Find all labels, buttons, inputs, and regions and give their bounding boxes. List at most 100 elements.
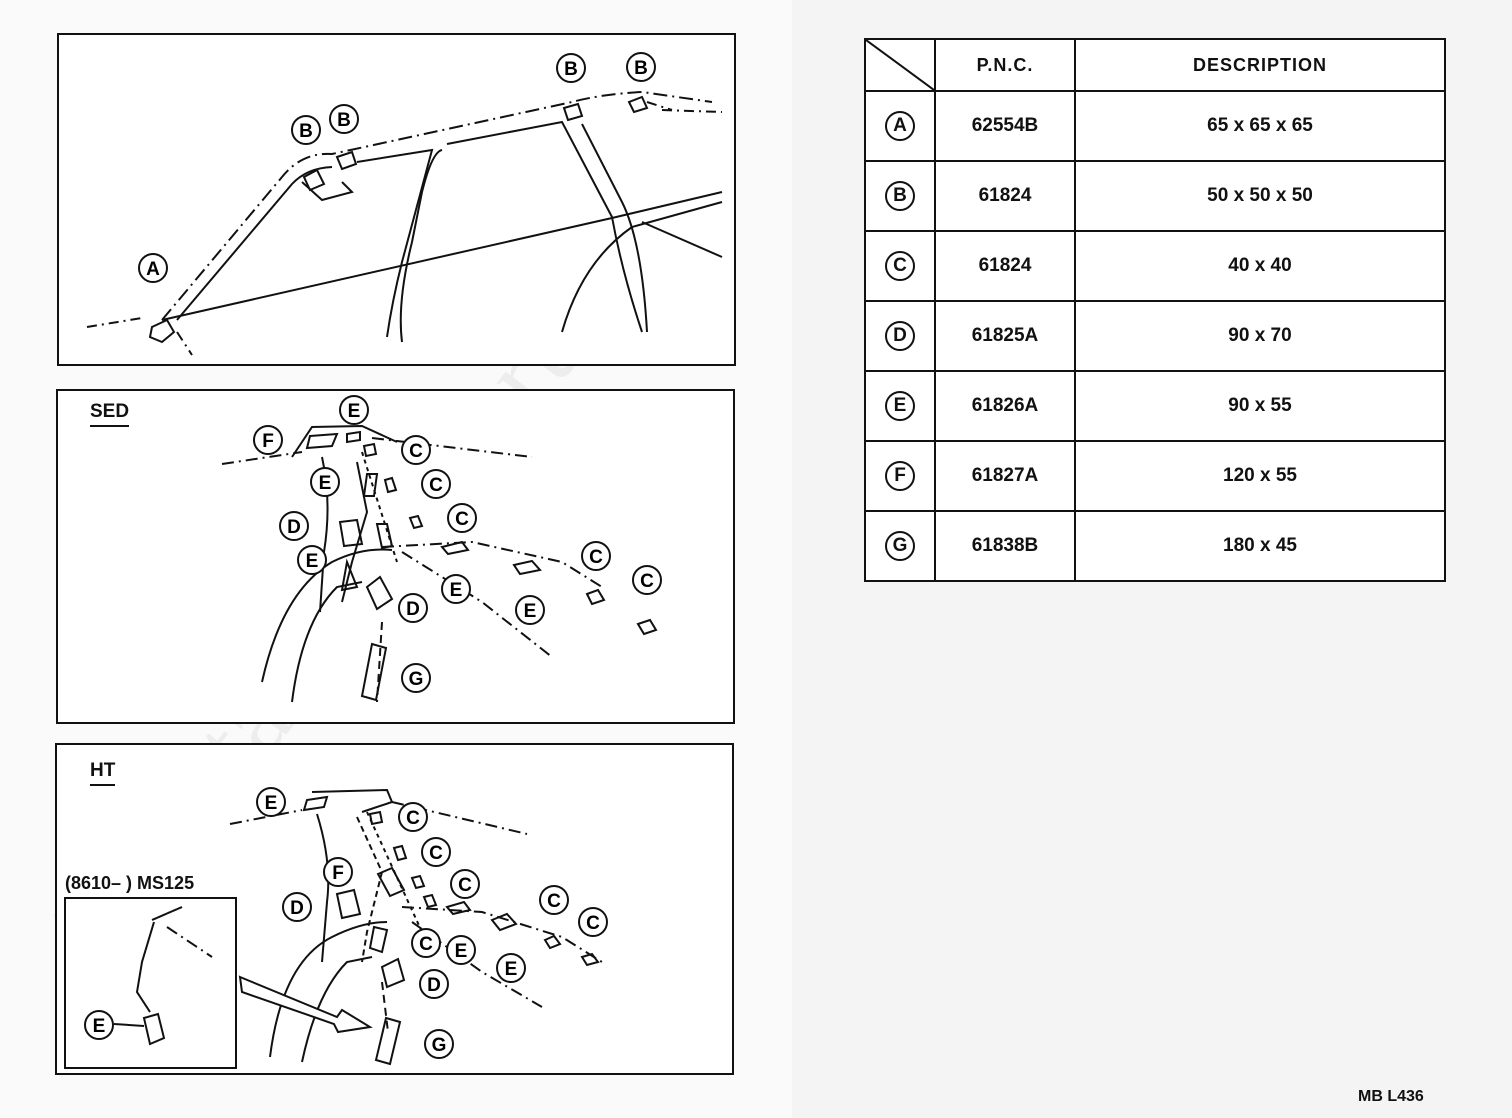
- callout-circle: [138, 253, 168, 283]
- pnc-cell: 62554B: [934, 90, 1076, 162]
- callout-letter: G: [432, 1035, 447, 1056]
- callout-letter: E: [319, 473, 332, 494]
- key-cell: D: [864, 300, 936, 372]
- callout-circle: [441, 574, 471, 604]
- callout-letter: C: [547, 891, 561, 912]
- inset-box: [64, 897, 237, 1069]
- callout-circle: [297, 545, 327, 575]
- callout-letter: D: [290, 898, 304, 919]
- callout-f: F: [323, 857, 353, 887]
- callout-letter: E: [93, 1016, 106, 1037]
- callout-circle: [411, 928, 441, 958]
- page-code: MB L436: [1358, 1088, 1424, 1105]
- callout-e: E: [515, 595, 545, 625]
- callout-circle: [421, 469, 451, 499]
- callout-g: G: [401, 663, 431, 693]
- key-cell: B: [864, 160, 936, 232]
- callout-c: C: [401, 435, 431, 465]
- callout-circle: [339, 395, 369, 425]
- key-badge: C: [885, 251, 915, 281]
- callout-circle: [323, 857, 353, 887]
- callout-letter: A: [146, 259, 160, 280]
- callout-c: C: [421, 837, 451, 867]
- inset-label: (8610– ) MS125: [65, 873, 195, 893]
- callout-e: E: [310, 467, 340, 497]
- callout-a: A: [138, 253, 168, 283]
- callout-letter: E: [505, 959, 518, 980]
- callout-circle: [446, 935, 476, 965]
- callout-letter: C: [429, 843, 443, 864]
- pnc-cell: 61826A: [934, 370, 1076, 442]
- callout-c: C: [447, 503, 477, 533]
- callout-circle: [496, 953, 526, 983]
- callout-e: E: [297, 545, 327, 575]
- callout-letter: C: [455, 509, 469, 530]
- callout-circle: [398, 593, 428, 623]
- callout-f: F: [253, 425, 283, 455]
- key-badge: A: [885, 111, 915, 141]
- callout-letter: E: [455, 941, 468, 962]
- diagonal-line: [866, 40, 934, 90]
- callout-b: B: [556, 53, 586, 83]
- callout-circle: [291, 115, 321, 145]
- callout-letter: C: [586, 913, 600, 934]
- callout-letter: F: [262, 431, 274, 452]
- callout-e: E: [339, 395, 369, 425]
- description-cell: 90 x 55: [1074, 370, 1446, 442]
- callout-letter: C: [406, 808, 420, 829]
- callout-e: E: [256, 787, 286, 817]
- callout-circle: [450, 869, 480, 899]
- callout-c: C: [539, 885, 569, 915]
- callout-circle: [310, 467, 340, 497]
- table-header-row: P.N.C. DESCRIPTION: [864, 38, 1446, 92]
- callout-e: E: [446, 935, 476, 965]
- key-cell: E: [864, 370, 936, 442]
- key-cell: G: [864, 510, 936, 582]
- callout-letter: D: [287, 517, 301, 538]
- description-cell: 50 x 50 x 50: [1074, 160, 1446, 232]
- callout-g: G: [424, 1029, 454, 1059]
- callout-letter: C: [458, 875, 472, 896]
- callout-letter: E: [265, 793, 278, 814]
- description-cell: 120 x 55: [1074, 440, 1446, 512]
- description-cell: 40 x 40: [1074, 230, 1446, 302]
- callout-b: B: [329, 104, 359, 134]
- ht-panel: HT (8610– ) MS125: [55, 743, 734, 1075]
- callout-letter: D: [406, 599, 420, 620]
- ht-label: HT: [90, 760, 116, 786]
- callout-d: D: [419, 969, 449, 999]
- callout-letter: E: [450, 580, 463, 601]
- key-badge: F: [885, 461, 915, 491]
- key-cell: C: [864, 230, 936, 302]
- key-badge: G: [885, 531, 915, 561]
- callout-letter: C: [429, 475, 443, 496]
- key-badge: B: [885, 181, 915, 211]
- pnc-cell: 61824: [934, 160, 1076, 232]
- callout-c: C: [450, 869, 480, 899]
- callout-circle: [556, 53, 586, 83]
- pnc-cell: 61824: [934, 230, 1076, 302]
- callout-circle: [279, 511, 309, 541]
- callout-circle: [447, 503, 477, 533]
- key-badge: E: [885, 391, 915, 421]
- description-header: DESCRIPTION: [1074, 38, 1446, 92]
- callout-circle: [632, 565, 662, 595]
- callout-c: C: [578, 907, 608, 937]
- callout-letter: E: [348, 401, 361, 422]
- callout-circle: [329, 104, 359, 134]
- callout-d: D: [398, 593, 428, 623]
- callout-circle: [253, 425, 283, 455]
